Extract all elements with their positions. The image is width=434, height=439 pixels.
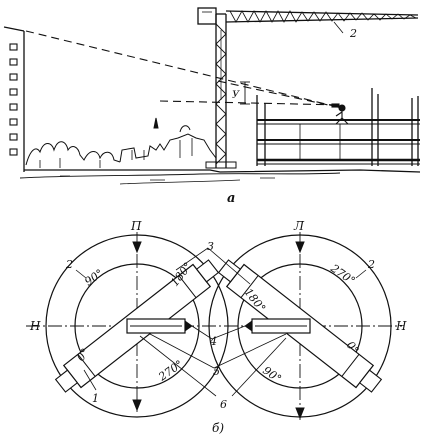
tall-building <box>3 26 25 172</box>
left-axis-top-label: П <box>130 219 142 233</box>
height-dimension <box>240 81 250 105</box>
construction-frame <box>256 88 420 166</box>
left-axis-arrow-down-top <box>132 241 142 254</box>
crane <box>197 7 419 169</box>
surveyor-with-level <box>331 103 349 125</box>
right-axis-top-label: Л <box>293 219 305 233</box>
ground <box>19 169 421 185</box>
figure-b <box>26 232 402 420</box>
sight-lines <box>25 30 343 109</box>
callout-4: 4 <box>209 335 217 348</box>
left-dial <box>45 232 229 418</box>
left-deg-bottom: 270° <box>155 358 185 384</box>
building-windows <box>9 43 18 156</box>
left-axis-side-label: Н <box>29 319 41 333</box>
right-ring-number: 2 <box>367 258 375 271</box>
background-trees <box>25 117 217 168</box>
left-deg-top: 90° <box>82 267 105 289</box>
figure-b-label: б) <box>212 421 224 435</box>
callout-6: 6 <box>220 398 227 411</box>
right-axis-side-label: Н <box>395 319 407 333</box>
right-deg-bottom: 90° <box>260 364 283 386</box>
left-ring-number: 2 <box>65 258 73 271</box>
callout-5: 5 <box>213 365 220 378</box>
right-dial <box>208 232 392 420</box>
callout-3: 3 <box>207 240 214 253</box>
crane-callout: 2 <box>349 27 357 40</box>
right-axis-arrow-down-top <box>295 241 305 254</box>
crane-callout-leader <box>333 21 344 34</box>
right-axis-arrow-down-bottom <box>295 407 305 420</box>
figure-a-label: а <box>227 191 235 206</box>
left-axis-arrow-down-bottom <box>132 399 142 412</box>
figure-a <box>3 7 421 185</box>
callout-1: 1 <box>92 392 99 405</box>
callout-leaders <box>75 247 367 397</box>
right-deg-top: 270° <box>327 261 357 287</box>
height-mark-label: У <box>232 90 240 101</box>
